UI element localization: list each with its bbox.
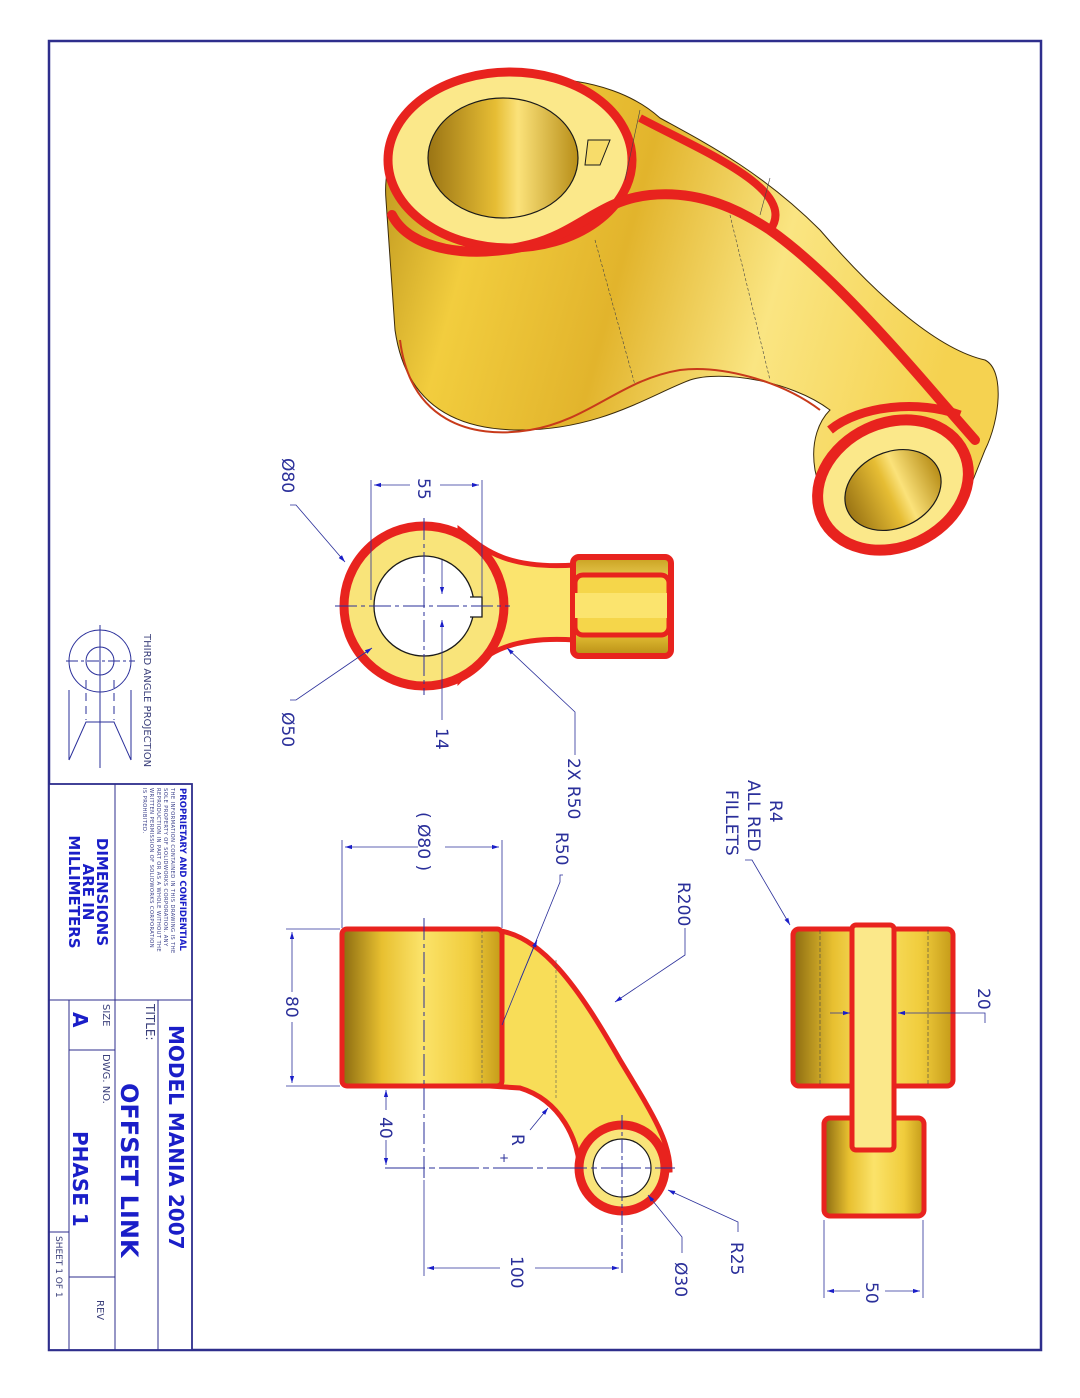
dim-boss-width: 50 <box>861 1282 881 1304</box>
front-hub <box>339 926 505 1089</box>
dim-center-distance: 100 <box>506 1256 526 1288</box>
dwg-no-value: PHASE 1 <box>68 1131 92 1227</box>
leader-line <box>614 928 686 1003</box>
iso-hub-bore <box>427 97 579 219</box>
sheet-border <box>47 39 1043 1352</box>
proprietary-line-2: SOLE PROPERTY OF SOLIDWORKS CORPORATION.… <box>162 788 168 947</box>
drawing-title: OFFSET LINK <box>115 1083 143 1259</box>
dim-small-boss-radius: R25 <box>726 1242 746 1275</box>
dim-small-radius: R <box>507 1134 527 1146</box>
rev-label: REV <box>94 1300 105 1320</box>
side-rib <box>849 922 897 1153</box>
dim-outer-diameter: Ø80 <box>277 458 297 493</box>
units-line-3: MILLIMETERS <box>65 835 83 948</box>
top-keyway <box>470 596 483 618</box>
title-label: TITLE: <box>143 1003 157 1041</box>
third-angle-projection-symbol: THIRD ANGLE PROJECTION <box>66 625 152 768</box>
iso-boss-back <box>827 402 962 434</box>
iso-seam-line <box>759 177 771 216</box>
top-boss-rib-face <box>575 593 667 618</box>
proprietary-heading: PROPRIETARY AND CONFIDENTIAL <box>177 788 187 951</box>
leader-line <box>745 859 791 926</box>
dim-blend-radius: 2X R50 <box>563 758 583 819</box>
iso-seam-line <box>729 214 771 381</box>
dim-bore-diameter: Ø50 <box>277 712 297 747</box>
dim-keyway-depth: 55 <box>413 478 433 500</box>
size-label: SIZE <box>100 1004 111 1026</box>
title-block: PROPRIETARY AND CONFIDENTIAL THE INFORMA… <box>48 783 193 1351</box>
leader-arrow <box>519 939 538 981</box>
leader-line <box>290 504 346 563</box>
dimension-line <box>898 1010 986 1023</box>
dim-small-bore: Ø30 <box>670 1262 690 1297</box>
side-view: R4 ALL RED FILLETS 20 50 <box>721 780 993 1304</box>
note-fillet-line-2: ALL RED <box>743 780 763 852</box>
projection-label: THIRD ANGLE PROJECTION <box>141 633 152 767</box>
iso-seam-line <box>594 239 636 386</box>
proprietary-line-4: WRITTEN PERMISSION OF SOLIDWORKS CORPORA… <box>148 788 154 948</box>
leader-line <box>529 1107 549 1131</box>
isometric-view <box>383 67 999 556</box>
dim-hub-diameter-ref: ( Ø80 ) <box>413 812 433 871</box>
size-value: A <box>68 1012 92 1028</box>
proprietary-line-1: THE INFORMATION CONTAINED IN THIS DRAWIN… <box>169 787 175 954</box>
dim-outer-radius: R200 <box>673 882 693 926</box>
dim-offset: 40 <box>375 1117 395 1139</box>
dim-hub-height: 80 <box>281 996 301 1018</box>
sheet-number: SHEET 1 OF 1 <box>53 1236 63 1298</box>
iso-rib-edge <box>638 114 780 233</box>
iso-bottom-edge <box>399 339 821 434</box>
leader-line <box>647 1194 683 1253</box>
iso-keyway <box>584 139 611 166</box>
leader-line <box>667 1189 739 1232</box>
proprietary-line-3: REPRODUCTION IN PART OR AS A WHOLE WITHO… <box>155 788 161 952</box>
dim-rib-thickness: 20 <box>973 988 993 1010</box>
iso-seam-line <box>624 109 641 181</box>
iso-boss-bore <box>844 448 942 532</box>
front-arm <box>487 927 673 1178</box>
dim-inner-radius: R50 <box>551 832 571 865</box>
units-line-2: ARE IN <box>79 864 97 921</box>
front-view: ( Ø80 ) 80 40 R50 R200 R + 100 Ø30 R25 <box>281 812 746 1297</box>
top-view: 55 14 Ø80 Ø50 2X R50 <box>277 458 674 819</box>
iso-top-fillet <box>387 189 980 445</box>
note-fillet-line-3: FILLETS <box>721 790 741 856</box>
note-fillet-line-1: R4 <box>765 800 785 823</box>
proprietary-line-5: IS PROHIBITED. <box>141 788 147 834</box>
units-line-1: DIMENSIONS <box>93 838 111 946</box>
dim-keyway-width: 14 <box>431 728 451 750</box>
title-block-frame <box>48 783 193 1351</box>
company-name: MODEL MANIA 2007 <box>164 1025 188 1250</box>
dwg-no-label: DWG. NO. <box>100 1054 111 1104</box>
radius-center-mark: + <box>499 1151 509 1165</box>
leader-line <box>506 647 576 755</box>
leader-line <box>290 647 373 701</box>
